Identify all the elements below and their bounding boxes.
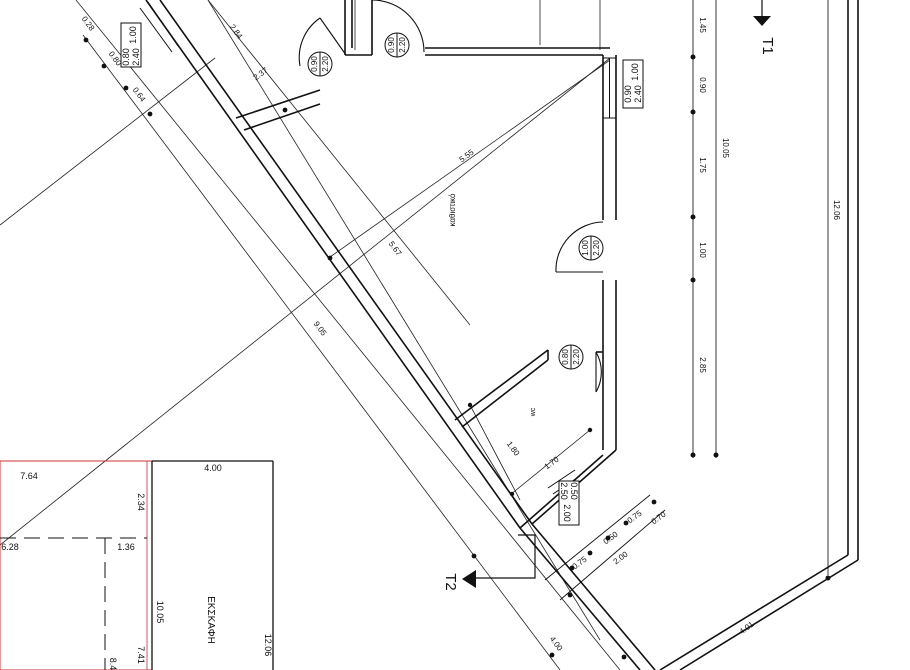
exterior-walls — [145, 0, 859, 670]
svg-text:2.00: 2.00 — [562, 504, 572, 522]
svg-text:0.90: 0.90 — [623, 85, 633, 103]
window-topleft — [139, 1, 179, 53]
site-dim-234: 2.34 — [136, 493, 146, 511]
svg-text:1.00: 1.00 — [581, 240, 590, 256]
section-t2-arrow — [462, 570, 476, 588]
dim-567: 5.67 — [387, 240, 404, 258]
dim-905: 9.05 — [312, 320, 329, 338]
dim-r-1005: 10.05 — [721, 138, 730, 159]
dim-b-200: 2.00 — [612, 549, 630, 566]
dim-b-401: 4.01 — [738, 619, 756, 636]
window-right — [602, 57, 617, 119]
svg-text:2.20: 2.20 — [321, 56, 330, 72]
dim-r-100: 1.00 — [698, 242, 707, 258]
dim-237: 2.37 — [252, 65, 270, 82]
svg-text:2.50: 2.50 — [559, 482, 569, 500]
dim-b-075a: 0.75 — [626, 508, 644, 525]
dimension-texts: 0.28 0.80 0.64 2.84 2.37 5.55 5.67 9.05 … — [80, 15, 841, 653]
svg-text:2.20: 2.20 — [572, 349, 581, 365]
dim-r-145: 1.45 — [698, 17, 707, 33]
opening-door-top-b-label: 0.90 2.20 — [307, 51, 333, 77]
section-t1-label: T1 — [759, 37, 776, 55]
dim-r-090: 0.90 — [698, 77, 707, 93]
svg-text:0.50: 0.50 — [569, 482, 579, 500]
svg-text:0.90: 0.90 — [387, 37, 396, 53]
section-t1-arrow — [753, 16, 771, 26]
dim-b-400: 4.00 — [548, 635, 565, 653]
dim-b-070: 0.70 — [650, 509, 668, 526]
dim-170: 1.70 — [543, 454, 561, 471]
dim-r-1206: 12.06 — [832, 200, 841, 221]
svg-text:0.80: 0.80 — [121, 48, 131, 66]
svg-text:1.00: 1.00 — [128, 26, 138, 44]
wc-dimension-lines — [469, 404, 591, 501]
construction-lines — [0, 0, 621, 670]
section-markers — [462, 0, 771, 588]
dim-028: 0.28 — [80, 15, 97, 33]
site-dim-136: 1.36 — [117, 542, 135, 552]
opening-door-wc-label: 0.80 2.20 — [558, 344, 584, 370]
site-dim-84: 8.4 — [108, 658, 118, 670]
wc-ticks — [467, 402, 593, 497]
right-dimension-lines — [692, 0, 829, 575]
opening-window-wc-label: 0.50 2.50 2.00 — [558, 480, 580, 526]
site-dim-741: 7.41 — [136, 646, 146, 664]
dim-r-285: 2.85 — [698, 357, 707, 373]
dim-555: 5.55 — [458, 147, 476, 164]
svg-text:0.80: 0.80 — [561, 349, 570, 365]
opening-window-right-label: 0.90 2.40 1.00 — [622, 59, 644, 109]
room-label-living: καθιστικό — [448, 193, 457, 227]
opening-window-topleft-label: 0.80 2.40 1.00 — [120, 22, 142, 68]
right-ticks — [690, 54, 831, 581]
svg-text:1.00: 1.00 — [630, 63, 640, 81]
svg-text:2.40: 2.40 — [131, 48, 141, 66]
opening-door-right-label: 1.00 2.20 — [578, 235, 604, 261]
site-plan-texts: 7.64 4.00 2.34 6.28 1.36 10.05 7.41 8.4 … — [1, 463, 273, 670]
svg-text:2.20: 2.20 — [398, 37, 407, 53]
site-plan — [0, 460, 274, 670]
dim-064: 0.64 — [131, 86, 148, 104]
site-dim-1005: 10.05 — [155, 601, 165, 624]
room-label-wc: wc — [530, 407, 537, 417]
svg-text:2.20: 2.20 — [592, 240, 601, 256]
site-dim-1206: 12.06 — [263, 634, 273, 657]
site-dim-628: 6.28 — [1, 542, 19, 552]
door-swings — [298, 0, 604, 393]
section-t2-label: T2 — [442, 573, 459, 591]
svg-text:0.90: 0.90 — [310, 56, 319, 72]
site-dim-764: 7.64 — [20, 471, 38, 481]
bottom-ticks — [83, 37, 657, 660]
excavation-label: ΕΚΣΚΑΦΗ — [205, 596, 216, 644]
opening-door-top-a-label: 0.90 2.20 — [384, 32, 410, 58]
bottom-dimension-line — [544, 494, 666, 601]
dim-284: 2.84 — [228, 23, 245, 41]
site-dim-400: 4.00 — [204, 463, 222, 473]
svg-text:2.40: 2.40 — [633, 85, 643, 103]
dim-r-175: 1.75 — [698, 157, 707, 173]
dim-180: 1.80 — [505, 440, 522, 458]
